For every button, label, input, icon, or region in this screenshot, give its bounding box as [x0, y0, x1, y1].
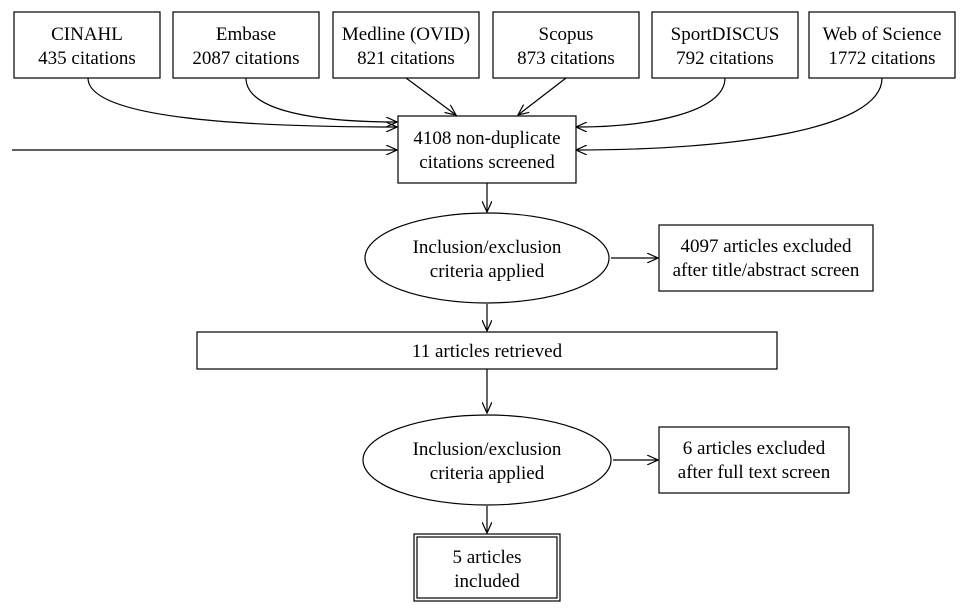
screened-line1: 4108 non-duplicate	[413, 128, 560, 149]
excluded1-line1: 4097 articles excluded	[681, 236, 852, 257]
database-name: Scopus	[539, 24, 594, 45]
database-name: Web of Science	[823, 24, 942, 45]
retrieved-text: 11 articles retrieved	[412, 341, 563, 362]
database-count: 821 citations	[357, 48, 455, 69]
connector-medline	[405, 77, 456, 115]
database-name: Medline (OVID)	[342, 24, 470, 45]
excluded-box-2: 6 articles excluded after full text scre…	[658, 426, 850, 494]
criteria-ellipse-2: Inclusion/exclusion criteria applied	[362, 414, 612, 506]
screened-box: 4108 non-duplicate citations screened	[397, 115, 577, 184]
connector-cinahl	[87, 77, 397, 127]
criteria-ellipse-1: Inclusion/exclusion criteria applied	[364, 212, 610, 304]
database-name: Embase	[216, 24, 276, 45]
database-count: 1772 citations	[828, 48, 935, 69]
excluded-box-1: 4097 articles excluded after title/abstr…	[658, 224, 874, 292]
database-box-embase: Embase 2087 citations	[172, 11, 320, 79]
database-box-medline: Medline (OVID) 821 citations	[332, 11, 480, 79]
criteria2-line1: Inclusion/exclusion	[413, 439, 562, 460]
included-line1: 5 articles	[452, 547, 521, 568]
excluded2-line2: after full text screen	[678, 462, 831, 483]
screened-line2: citations screened	[419, 152, 555, 173]
database-name: SportDISCUS	[671, 24, 780, 45]
database-count: 435 citations	[38, 48, 136, 69]
included-line2: included	[454, 571, 520, 592]
connector-web-of-science	[576, 77, 883, 150]
database-box-cinahl: CINAHL 435 citations	[13, 11, 161, 79]
included-box: 5 articles included	[413, 533, 561, 602]
retrieved-box: 11 articles retrieved	[196, 331, 778, 370]
connector-scopus	[518, 77, 567, 115]
criteria1-line1: Inclusion/exclusion	[413, 237, 562, 258]
connector-embase	[245, 77, 397, 122]
database-box-web-of-science: Web of Science 1772 citations	[808, 11, 956, 79]
connector-sportdiscus	[576, 77, 726, 127]
database-count: 2087 citations	[192, 48, 299, 69]
excluded1-line2: after title/abstract screen	[673, 260, 860, 281]
criteria1-line2: criteria applied	[430, 261, 545, 282]
criteria2-line2: criteria applied	[430, 463, 545, 484]
database-box-sportdiscus: SportDISCUS 792 citations	[651, 11, 799, 79]
database-box-scopus: Scopus 873 citations	[492, 11, 640, 79]
excluded2-line1: 6 articles excluded	[683, 438, 826, 459]
database-name: CINAHL	[51, 24, 123, 45]
database-count: 792 citations	[676, 48, 774, 69]
database-count: 873 citations	[517, 48, 615, 69]
